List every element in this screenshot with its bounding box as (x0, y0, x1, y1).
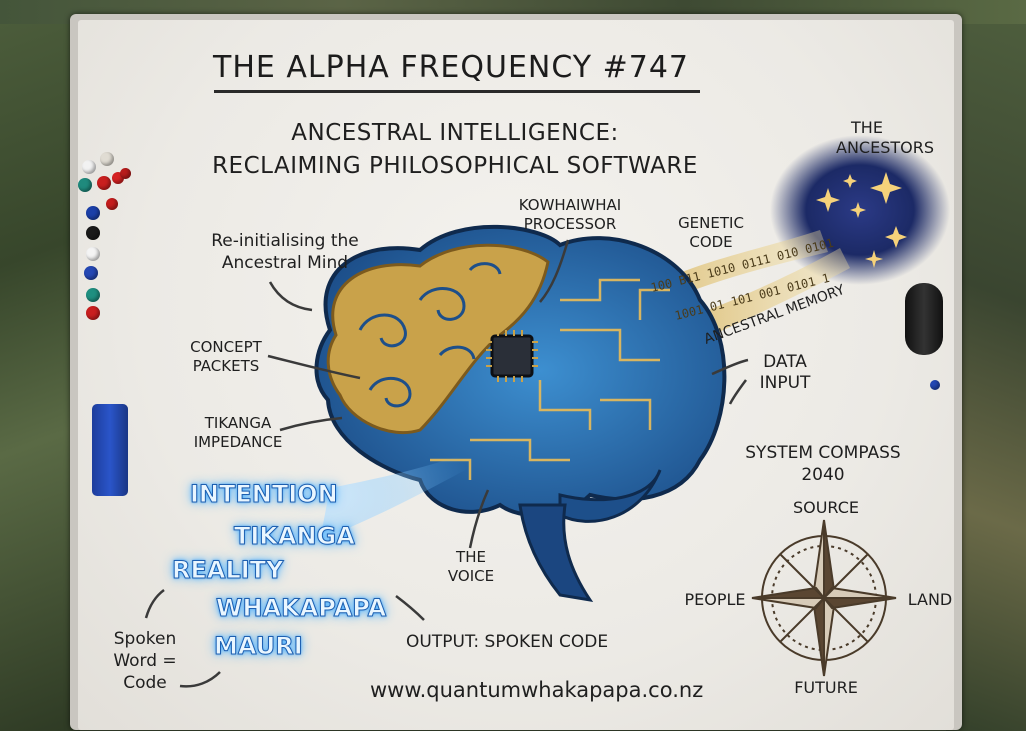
genetic-line-2: CODE (689, 233, 733, 251)
compass-north-label: SOURCE (792, 498, 860, 517)
computer-mouse (905, 283, 943, 355)
magnet-teal (78, 178, 92, 192)
concept-packets-label: CONCEPT PACKETS (178, 338, 274, 376)
compass-west-label: PEOPLE (684, 590, 746, 609)
arrow-tikanga (279, 416, 343, 432)
tikanga-impedance-label: TIKANGA IMPEDANCE (186, 414, 290, 452)
arrow-kowhaiwhai (539, 239, 570, 303)
magnet-red (86, 306, 100, 320)
arrow-voice (468, 489, 490, 549)
brain-swirls (358, 262, 502, 408)
arrow-reinit (268, 281, 313, 312)
arrow-output (395, 595, 425, 621)
voice-line-1: THE (456, 548, 486, 566)
board-title: THE ALPHA FREQUENCY #747 (213, 50, 690, 85)
background-left (0, 0, 80, 731)
genetic-code-label: GENETIC CODE (664, 214, 758, 252)
spoken-word-whakapapa: WHAKAPAPA (215, 594, 387, 623)
data-line-2: INPUT (759, 373, 811, 393)
magnet-white (82, 160, 96, 174)
whiteboard-eraser (92, 404, 128, 496)
processor-chip (490, 334, 534, 378)
magnet-red (100, 152, 114, 166)
tikanga-line-1: TIKANGA (204, 414, 272, 432)
compass-south-label: FUTURE (794, 678, 858, 697)
kowhaiwhai-label: KOWHAIWHAI PROCESSOR (515, 196, 625, 234)
arrow-spoken-right (179, 671, 221, 688)
magnet-red (97, 176, 111, 190)
star (885, 226, 907, 248)
magnet-red (106, 198, 118, 210)
spoken-word-mauri: MAURI (214, 632, 304, 661)
spoken-word-intention: INTENTION (190, 480, 339, 509)
website-url: www.quantumwhakapapa.co.nz (370, 678, 704, 702)
compass-title-line-2: 2040 (801, 465, 845, 485)
reinit-line-2: Ancestral Mind (221, 253, 349, 273)
tikanga-line-2: IMPEDANCE (193, 433, 283, 451)
reinit-label: Re-initialising the Ancestral Mind (190, 230, 380, 274)
concept-line-2: PACKETS (192, 357, 260, 375)
reinit-line-1: Re-initialising the (211, 231, 359, 251)
concept-line-1: CONCEPT (190, 338, 262, 356)
arrow-spoken-up (144, 589, 165, 619)
subtitle-line-2: RECLAIMING PHILOSOPHICAL SOFTWARE (212, 153, 698, 179)
magnet-black (86, 226, 100, 240)
spoken-line-1: Spoken (113, 629, 177, 649)
star (843, 174, 857, 188)
genetic-line-1: GENETIC (678, 214, 744, 232)
compass-east-label: LAND (907, 590, 953, 609)
star (816, 188, 840, 212)
spoken-word-reality: REALITY (171, 556, 284, 585)
voice-beam (320, 452, 476, 540)
output-label: OUTPUT: SPOKEN CODE (406, 632, 609, 652)
the-voice-label: THE VOICE (436, 548, 506, 586)
kowhaiwhai-line-1: KOWHAIWHAI (518, 196, 622, 214)
cerebellum (558, 469, 662, 523)
star (870, 172, 902, 204)
spoken-line-2: Word = (113, 651, 177, 671)
pointer-arrows (144, 239, 749, 688)
magnet-blue (86, 206, 100, 220)
magnet-teal (86, 288, 100, 302)
system-compass (751, 519, 897, 677)
subtitle-line-1: ANCESTRAL INTELLIGENCE: (291, 120, 619, 146)
magnet-red (120, 168, 131, 179)
spoken-line-3: Code (123, 673, 167, 693)
spoken-word-label: Spoken Word = Code (100, 628, 190, 694)
arrow-concept (267, 354, 361, 380)
ancestors-label: THE ANCESTORS (836, 118, 934, 157)
title-underline (214, 90, 700, 93)
circuit-traces (430, 278, 670, 480)
stars (816, 172, 907, 268)
magnet-white (86, 247, 100, 261)
arrow-data-2 (728, 379, 748, 405)
kowhaiwhai-line-2: PROCESSOR (523, 215, 617, 233)
star (850, 202, 866, 218)
voice-line-2: VOICE (447, 567, 495, 585)
magnet-blue (930, 380, 940, 390)
data-input-label: DATA INPUT (750, 352, 820, 394)
chip-pins (486, 330, 538, 382)
compass-title-line-1: SYSTEM COMPASS (745, 443, 901, 463)
spoken-word-tikanga: TIKANGA (234, 522, 356, 551)
star (865, 250, 883, 268)
data-line-1: DATA (763, 352, 807, 372)
system-compass-title: SYSTEM COMPASS 2040 (738, 442, 908, 486)
magnet-blue (84, 266, 98, 280)
arrow-data (711, 358, 749, 376)
brain-stem (518, 503, 594, 603)
